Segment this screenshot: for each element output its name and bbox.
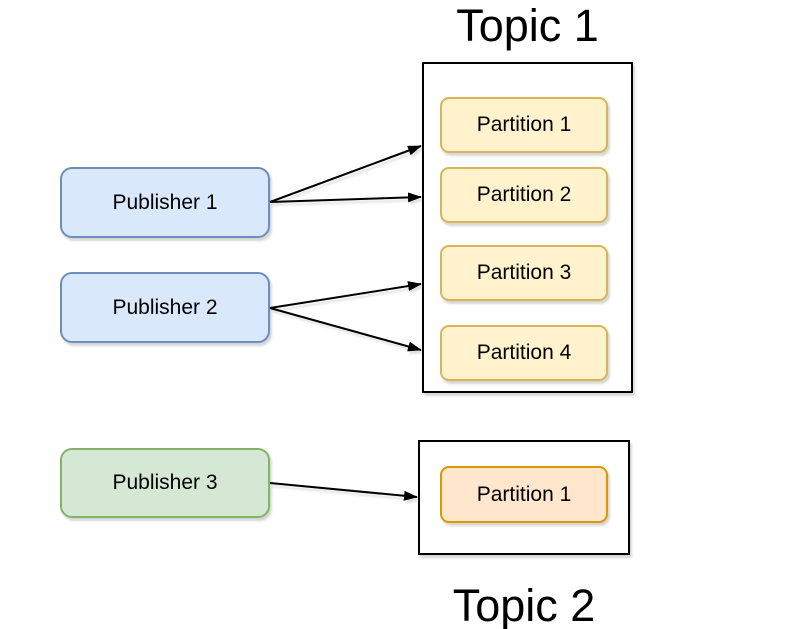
- partition-label: Partition 1: [476, 113, 572, 137]
- publisher-2-box: Publisher 2: [60, 272, 270, 343]
- publisher-label: Publisher 1: [112, 190, 218, 214]
- arrow-publisher-1-to-topic-1-partition-2: [269, 192, 422, 203]
- topic-1-title: Topic 1: [456, 0, 599, 51]
- arrow-publisher-2-to-topic-1-partition-4: [269, 307, 422, 352]
- topic-2-title: Topic 2: [452, 580, 596, 629]
- partition-label: Partition 1: [476, 482, 572, 506]
- partition-label: Partition 2: [476, 183, 572, 207]
- topic-1-partition-4: Partition 4: [440, 325, 608, 381]
- topic-2-partition-1: Partition 1: [440, 466, 608, 523]
- arrow-publisher-1-to-topic-1-partition-1: [269, 145, 422, 203]
- publisher-label: Publisher 3: [112, 471, 218, 495]
- partition-label: Partition 3: [476, 261, 572, 285]
- publisher-3-box: Publisher 3: [60, 448, 270, 518]
- arrow-publisher-3-to-topic-2-partition-1: [269, 482, 418, 501]
- topic-1-partition-1: Partition 1: [440, 97, 608, 153]
- topic-1-partition-2: Partition 2: [440, 167, 608, 223]
- arrow-publisher-2-to-topic-1-partition-3: [269, 281, 422, 309]
- topic-1-partition-3: Partition 3: [440, 245, 608, 301]
- publisher-1-box: Publisher 1: [60, 167, 270, 238]
- partition-label: Partition 4: [476, 341, 572, 365]
- publisher-label: Publisher 2: [112, 295, 218, 319]
